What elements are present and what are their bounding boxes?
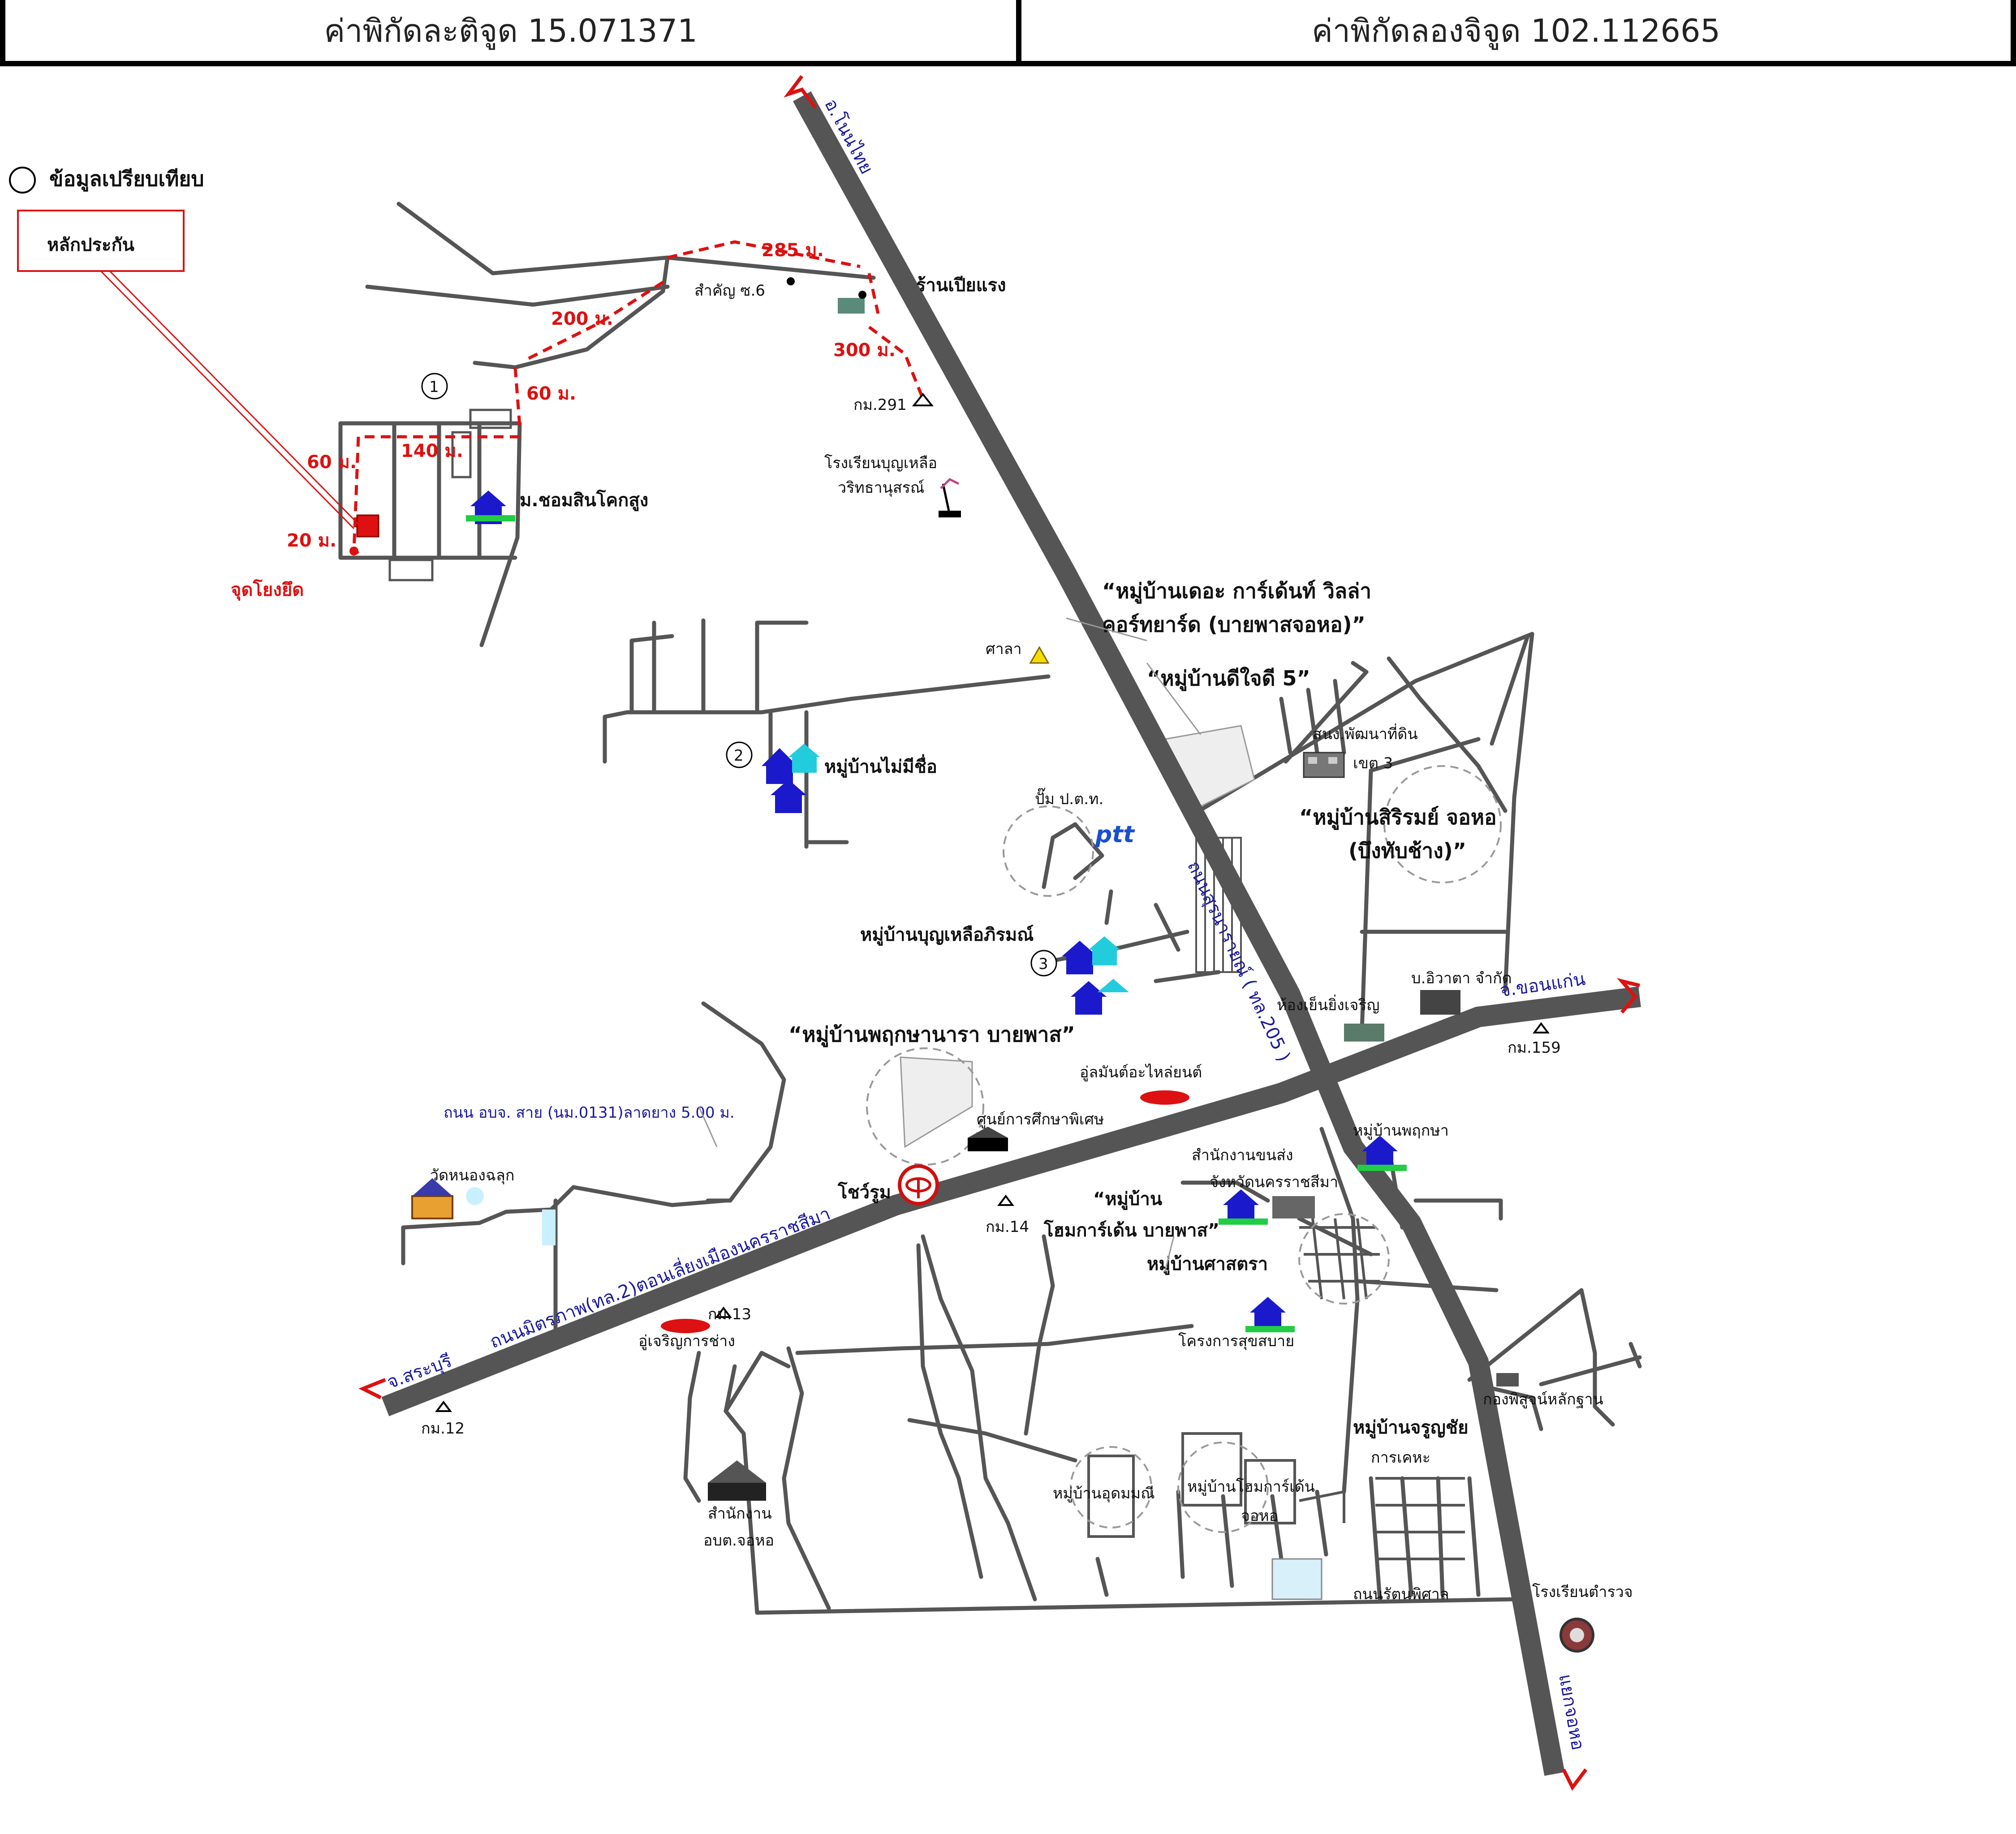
village-label: หมู่บ้านบุญเหลือภิรมณ์ — [860, 925, 1034, 946]
car-icon — [661, 1090, 1189, 1333]
marker-3: 3 — [1030, 950, 1057, 977]
km-label: กม.159 — [1508, 1039, 1561, 1057]
bell-icon — [435, 1022, 1550, 1412]
svg-text:ptt: ptt — [1095, 821, 1135, 848]
village-label: หมู่บ้านอุดมมณี — [1053, 1485, 1155, 1503]
police-school-icon — [1559, 1618, 1594, 1653]
village-label: หมู่บ้านโฮมการ์เด้น — [1187, 1478, 1315, 1496]
road-info-label: ถนน อบจ. สาย (นม.0131)ลาดยาง 5.00 ม. — [444, 1104, 735, 1122]
dashed-areas — [866, 765, 1502, 1533]
village-label-2: (บึงทับช้าง)” — [1348, 839, 1466, 863]
ptt-label: ปั๊ม ป.ต.ท. — [1035, 788, 1103, 808]
leader-lines — [698, 617, 1202, 1273]
longitude-cell: ค่าพิกัดลองจิจูด 102.112665 — [1016, 0, 2016, 66]
distance-label: 300 ม. — [833, 340, 896, 361]
office-label-2: อบต.จอหอ — [703, 1532, 774, 1550]
government-office-icon — [708, 1460, 766, 1501]
reference-point-label: จุดโยงยึด — [231, 579, 304, 601]
village-label-2: โฮมการ์เด้น บายพาส” — [1043, 1220, 1219, 1241]
village-label-2: การเคหะ — [1371, 1449, 1430, 1467]
office-label-2: จังหวัดนครราชสีมา — [1210, 1173, 1338, 1191]
school-label: โรงเรียนบุญเหลือ — [824, 454, 937, 472]
showroom-label: โชว์รูม — [837, 1182, 891, 1203]
company-label: บ.อิวาตา จำกัด — [1411, 969, 1512, 987]
km-label: กม.291 — [853, 396, 907, 414]
toyota-icon — [898, 1164, 939, 1205]
longitude-label: ค่าพิกัดลองจิจูด 102.112665 — [1311, 12, 1721, 49]
project-label: โครงการสุขสบาย — [1178, 1332, 1294, 1350]
svg-text:1: 1 — [429, 378, 439, 396]
school-label-2: วริทธานุสรณ์ — [838, 479, 924, 497]
garage-label: อู่เจริญการช่าง — [638, 1332, 735, 1350]
highway-lines — [381, 91, 1641, 1776]
distance-label: 60 ม. — [307, 452, 357, 473]
village-label: “หมู่บ้าน — [1093, 1189, 1162, 1210]
village-label: “หมู่บ้านเดอะ การ์เด้นท์ วิลล่า — [1102, 579, 1371, 604]
village-label-2: คอร์ทยาร์ด (บายพาสจอหอ)” — [1102, 612, 1366, 637]
office-label: สำนักงานขนส่ง — [1192, 1146, 1293, 1164]
school-label: โรงเรียนตำรวจ — [1532, 1583, 1633, 1601]
map-labels: สำคัญ ซ.6 ร้านเปียแรง กม.291 โรงเรียนบุญ… — [384, 95, 1633, 1752]
shop-label: อู่ลมันต์อะไหล่ยนต์ — [1080, 1063, 1202, 1081]
warning-sign-icon — [1029, 646, 1050, 664]
minor-roads — [338, 202, 1642, 1615]
svg-text:3: 3 — [1038, 955, 1048, 973]
distance-label: 200 ม. — [551, 309, 613, 329]
village-label: ม.ชอมสินโคกสูง — [520, 490, 648, 511]
village-label: หมู่บ้านพฤกษา — [1353, 1122, 1449, 1140]
school-label: ศูนย์การศึกษาพิเศษ — [977, 1111, 1104, 1128]
sala-label: ศาลา — [986, 640, 1022, 658]
village-label: “หมู่บ้านสิริรมย์ จอหอ — [1299, 805, 1497, 830]
house-icon — [1219, 1189, 1268, 1225]
marker-1: 1 — [421, 373, 448, 400]
land-office-label: สนง.พัฒนาที่ดิน — [1313, 723, 1418, 743]
shop-label: ห้องเย็นยิ่งเจริญ — [1277, 994, 1380, 1014]
office-building-icon — [1303, 752, 1345, 778]
legend-box: ข้อมูลเปรียบเทียบ หลักประกัน — [9, 167, 359, 530]
house-icon — [762, 744, 820, 813]
distance-label: 20 ม. — [287, 530, 336, 551]
village-label: หมู่บ้านไม่มีชื่อ — [824, 754, 937, 778]
distance-label: 285 ม. — [762, 240, 824, 261]
direction-label: แยกจอหอ — [1555, 1673, 1588, 1752]
house-icon — [466, 491, 515, 524]
village-label: “หมู่บ้านดีใจดี 5” — [1147, 666, 1310, 691]
shop-icon — [787, 277, 866, 314]
km-label: กม.12 — [421, 1420, 465, 1438]
temple-icon — [411, 1178, 556, 1245]
bell-icon — [912, 392, 934, 406]
village-label: “หมู่บ้านพฤกษานารา บายพาส” — [788, 1022, 1075, 1047]
latitude-label: ค่าพิกัดละติจูด 15.071371 — [324, 12, 698, 49]
legend-collateral: หลักประกัน — [47, 235, 134, 255]
collateral-plot — [349, 514, 379, 555]
village-label-2: จอหอ — [1241, 1507, 1278, 1525]
arrow-icon — [358, 75, 1640, 1791]
main-road-label: ถนนมิตรภาพ(ทล.2)ตอนเลี่ยงเมืองนครราชสีมา — [486, 1201, 833, 1352]
ptt-logo: ptt — [1095, 821, 1135, 848]
km-label: กม.14 — [986, 1218, 1029, 1236]
distance-label: 60 ม. — [526, 383, 576, 404]
house-icon — [1357, 1136, 1407, 1171]
svg-text:2: 2 — [734, 747, 744, 765]
legend-comparison: ข้อมูลเปรียบเทียบ — [49, 167, 204, 192]
factory-icon — [1272, 990, 1519, 1386]
latitude-cell: ค่าพิกัดละติจูด 15.071371 — [0, 0, 1021, 66]
distance-label: 140 ม. — [401, 441, 463, 461]
school-icon — [939, 478, 961, 517]
court-label: กองพิสูจน์หลักฐาน — [1483, 1391, 1603, 1408]
shop-label: ร้านเปียแรง — [916, 275, 1006, 296]
land-office-label-2: เขต 3 — [1353, 754, 1393, 772]
house-icon — [1062, 936, 1129, 1015]
junction-label: สำคัญ ซ.6 — [694, 282, 765, 300]
village-label: หมู่บ้านจรูญชัย — [1353, 1417, 1469, 1438]
building-icon — [968, 1127, 1008, 1151]
distance-routes — [352, 240, 925, 555]
road-label: ถนนรัตนพิศาล — [1353, 1585, 1449, 1603]
marker-2: 2 — [726, 741, 753, 768]
office-label: สำนักงาน — [708, 1505, 772, 1523]
temple-label: วัดหนองฉลุก — [430, 1167, 514, 1184]
house-icon — [1245, 1297, 1295, 1332]
km-label: กม.13 — [708, 1305, 751, 1323]
